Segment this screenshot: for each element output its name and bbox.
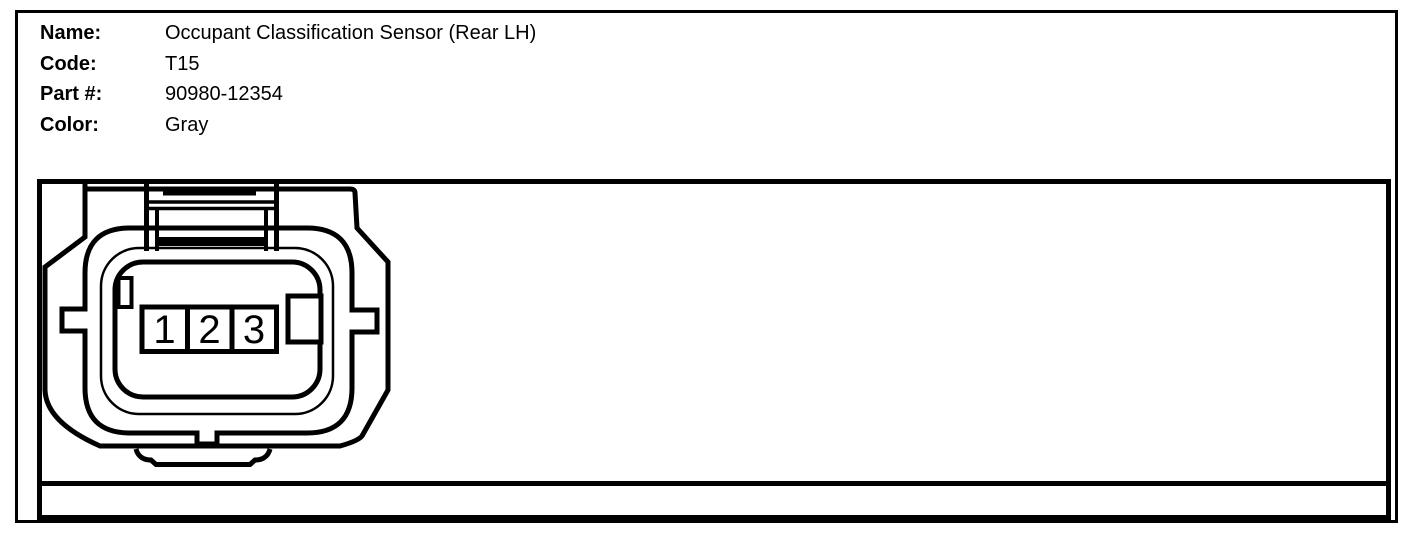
- connector-drawing-box: [37, 179, 1391, 520]
- info-row-name: Name: Occupant Classification Sensor (Re…: [40, 18, 536, 49]
- info-row-color: Color: Gray: [40, 110, 536, 141]
- code-value: T15: [165, 52, 200, 75]
- info-row-code: Code: T15: [40, 49, 536, 80]
- name-value: Occupant Classification Sensor (Rear LH): [165, 22, 537, 44]
- code-label: Code:: [40, 52, 97, 75]
- info-row-part-number: Part #: 90980-12354: [40, 79, 536, 110]
- part-number-value: 90980-12354: [165, 83, 283, 105]
- drawing-box-divider: [37, 481, 1391, 486]
- color-label: Color:: [40, 113, 99, 136]
- part-number-label: Part #:: [40, 83, 103, 105]
- color-value: Gray: [165, 113, 209, 136]
- connector-info-block: Name: Occupant Classification Sensor (Re…: [40, 18, 536, 140]
- name-label: Name:: [40, 22, 102, 44]
